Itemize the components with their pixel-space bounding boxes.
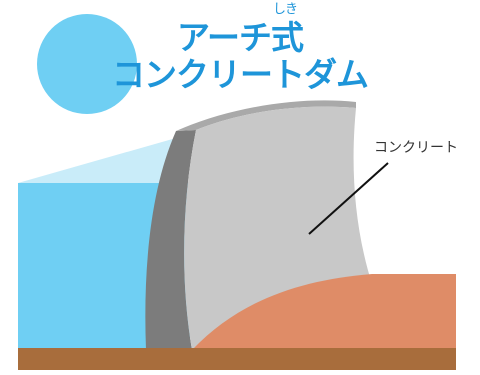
title-line-1-text: アーチ式 bbox=[176, 18, 304, 57]
water-surface bbox=[18, 138, 178, 183]
dam-crest bbox=[176, 100, 356, 131]
concrete-label: コンクリート bbox=[374, 140, 458, 156]
title-line-1: アーチ式 しき bbox=[176, 2, 304, 57]
sun-circle bbox=[37, 14, 137, 114]
earth-bank bbox=[192, 274, 456, 350]
ground-strip bbox=[18, 348, 456, 370]
callout-line bbox=[308, 162, 389, 235]
title-line-2: コンクリートダム bbox=[112, 54, 369, 94]
title: アーチ式 しき コンクリートダム bbox=[100, 2, 380, 94]
title-ruby: しき bbox=[273, 2, 298, 17]
dam-edge bbox=[145, 130, 196, 350]
